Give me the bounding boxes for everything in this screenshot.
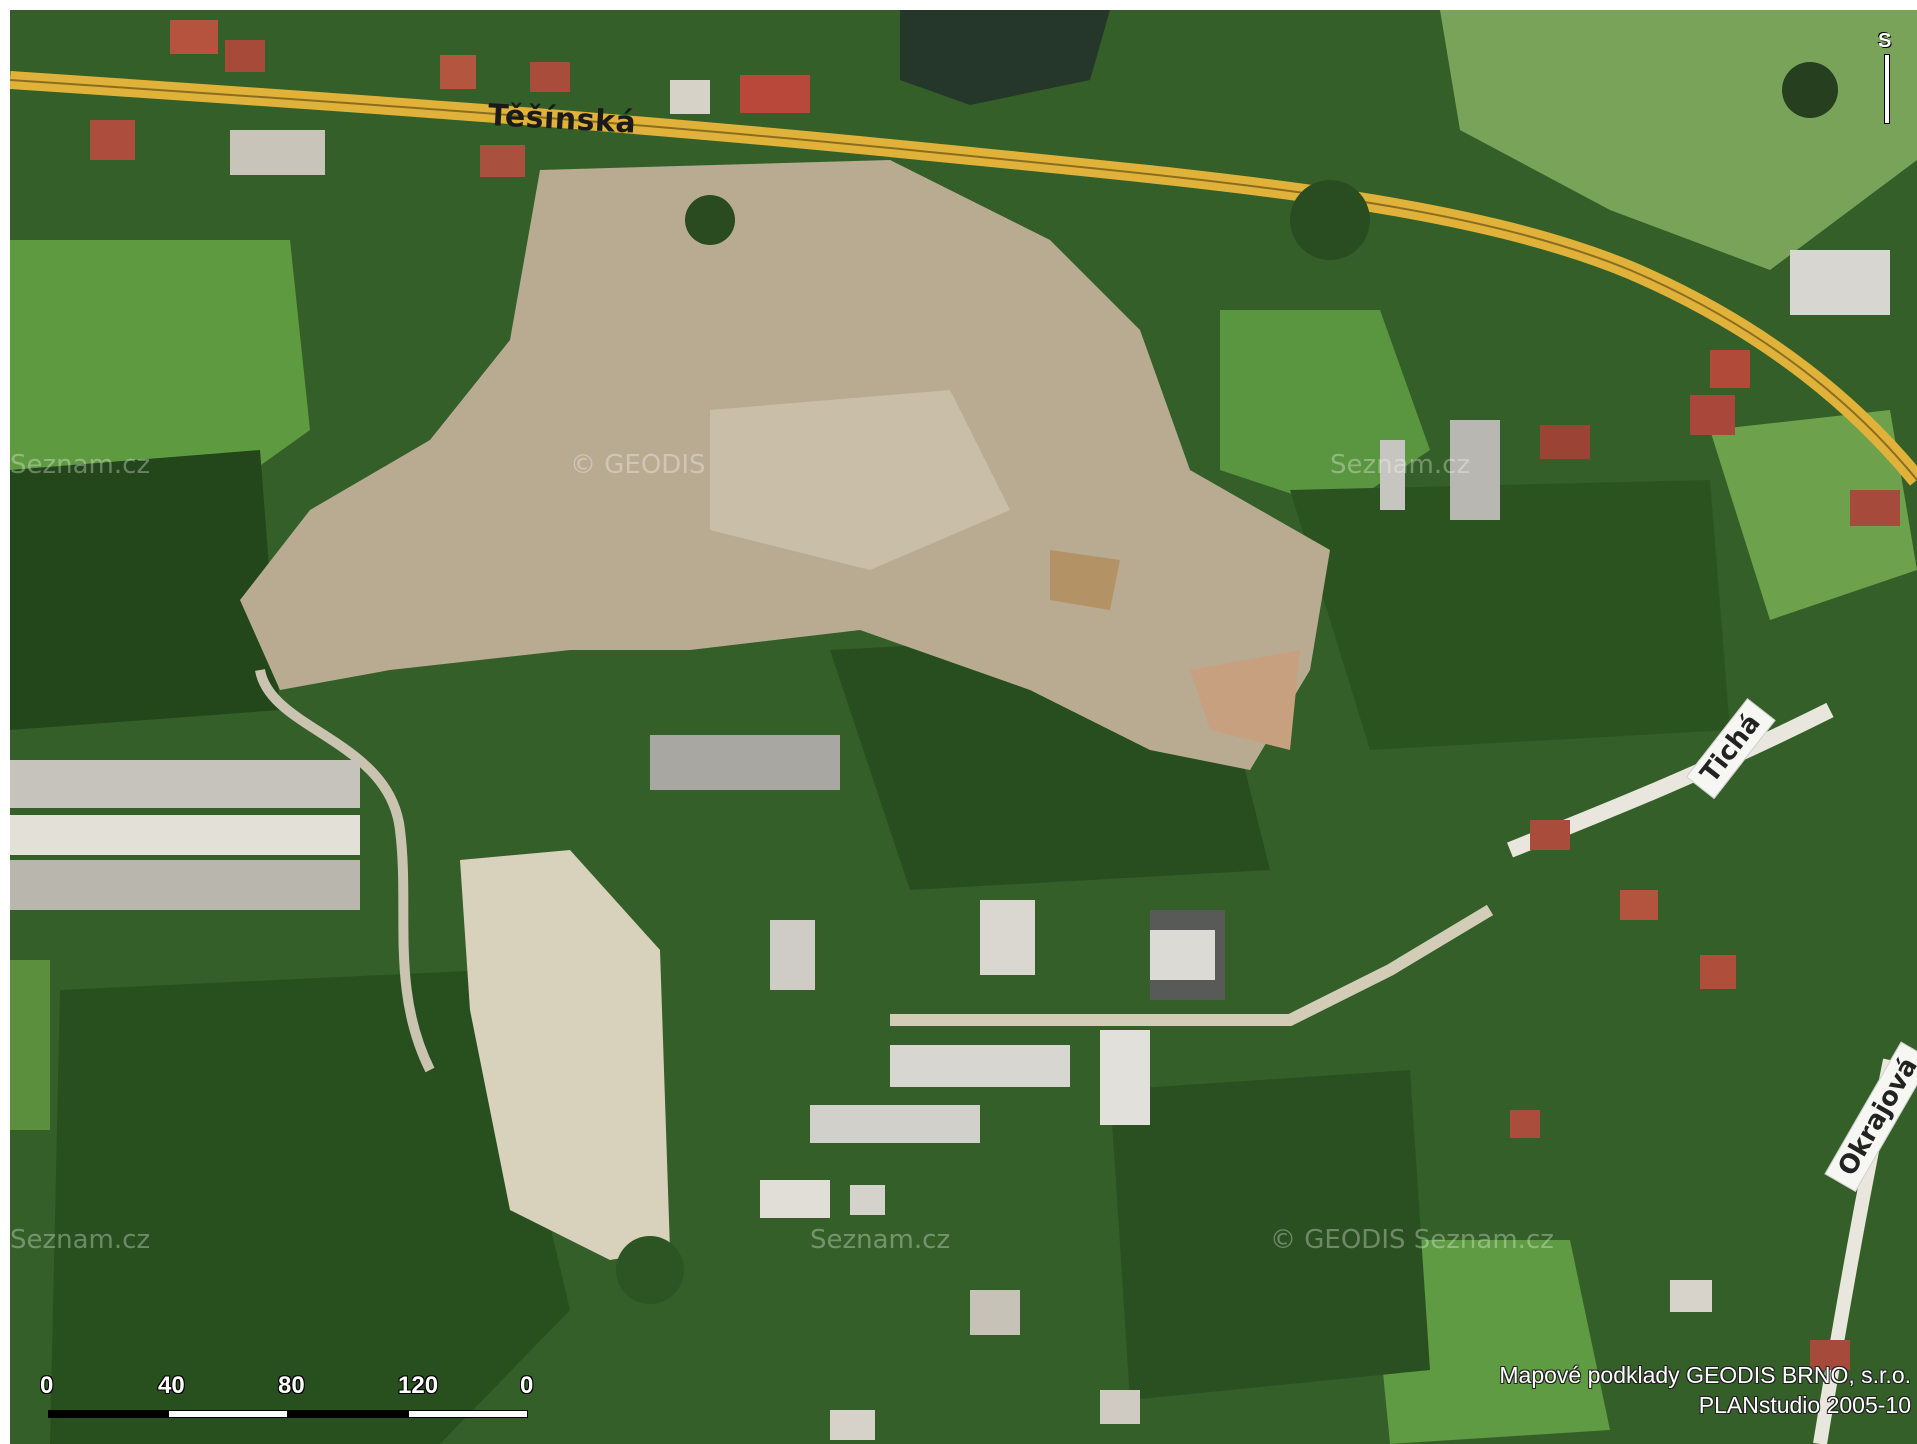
watermark: © GEODIS <box>570 450 706 480</box>
scale-segment <box>168 1410 288 1418</box>
scale-segment <box>408 1410 528 1418</box>
scale-segment <box>48 1410 168 1418</box>
watermark: Seznam.cz <box>10 450 151 480</box>
watermark: Seznam.cz <box>10 1225 151 1255</box>
north-label: S <box>1878 30 1892 52</box>
scale-tick-label: 0 <box>40 1372 54 1399</box>
aerial-map[interactable]: Těšínská Tichá Okrajová Seznam.cz © GEOD… <box>10 10 1917 1444</box>
map-credit: Mapové podklady GEODIS BRNO, s.r.o. PLAN… <box>1499 1360 1911 1420</box>
scale-tick-label: 0 <box>520 1372 534 1399</box>
scale-tick-label: 80 <box>278 1372 305 1399</box>
aerial-imagery <box>10 10 1917 1444</box>
north-arrow-icon <box>1884 54 1890 124</box>
north-arrow: S <box>1872 30 1902 130</box>
scale-tick-label: 40 <box>158 1372 185 1399</box>
scale-bar: 0 40 80 120 0 <box>40 1372 540 1432</box>
watermark: Seznam.cz <box>1330 450 1471 480</box>
watermark: © GEODIS Seznam.cz <box>1270 1225 1554 1255</box>
scale-tick-label: 120 <box>398 1372 439 1399</box>
credit-line-2: PLANstudio 2005-10 <box>1698 1392 1911 1418</box>
credit-line-1: Mapové podklady GEODIS BRNO, s.r.o. <box>1499 1362 1911 1388</box>
watermark: Seznam.cz <box>810 1225 951 1255</box>
scale-segment <box>288 1410 408 1418</box>
